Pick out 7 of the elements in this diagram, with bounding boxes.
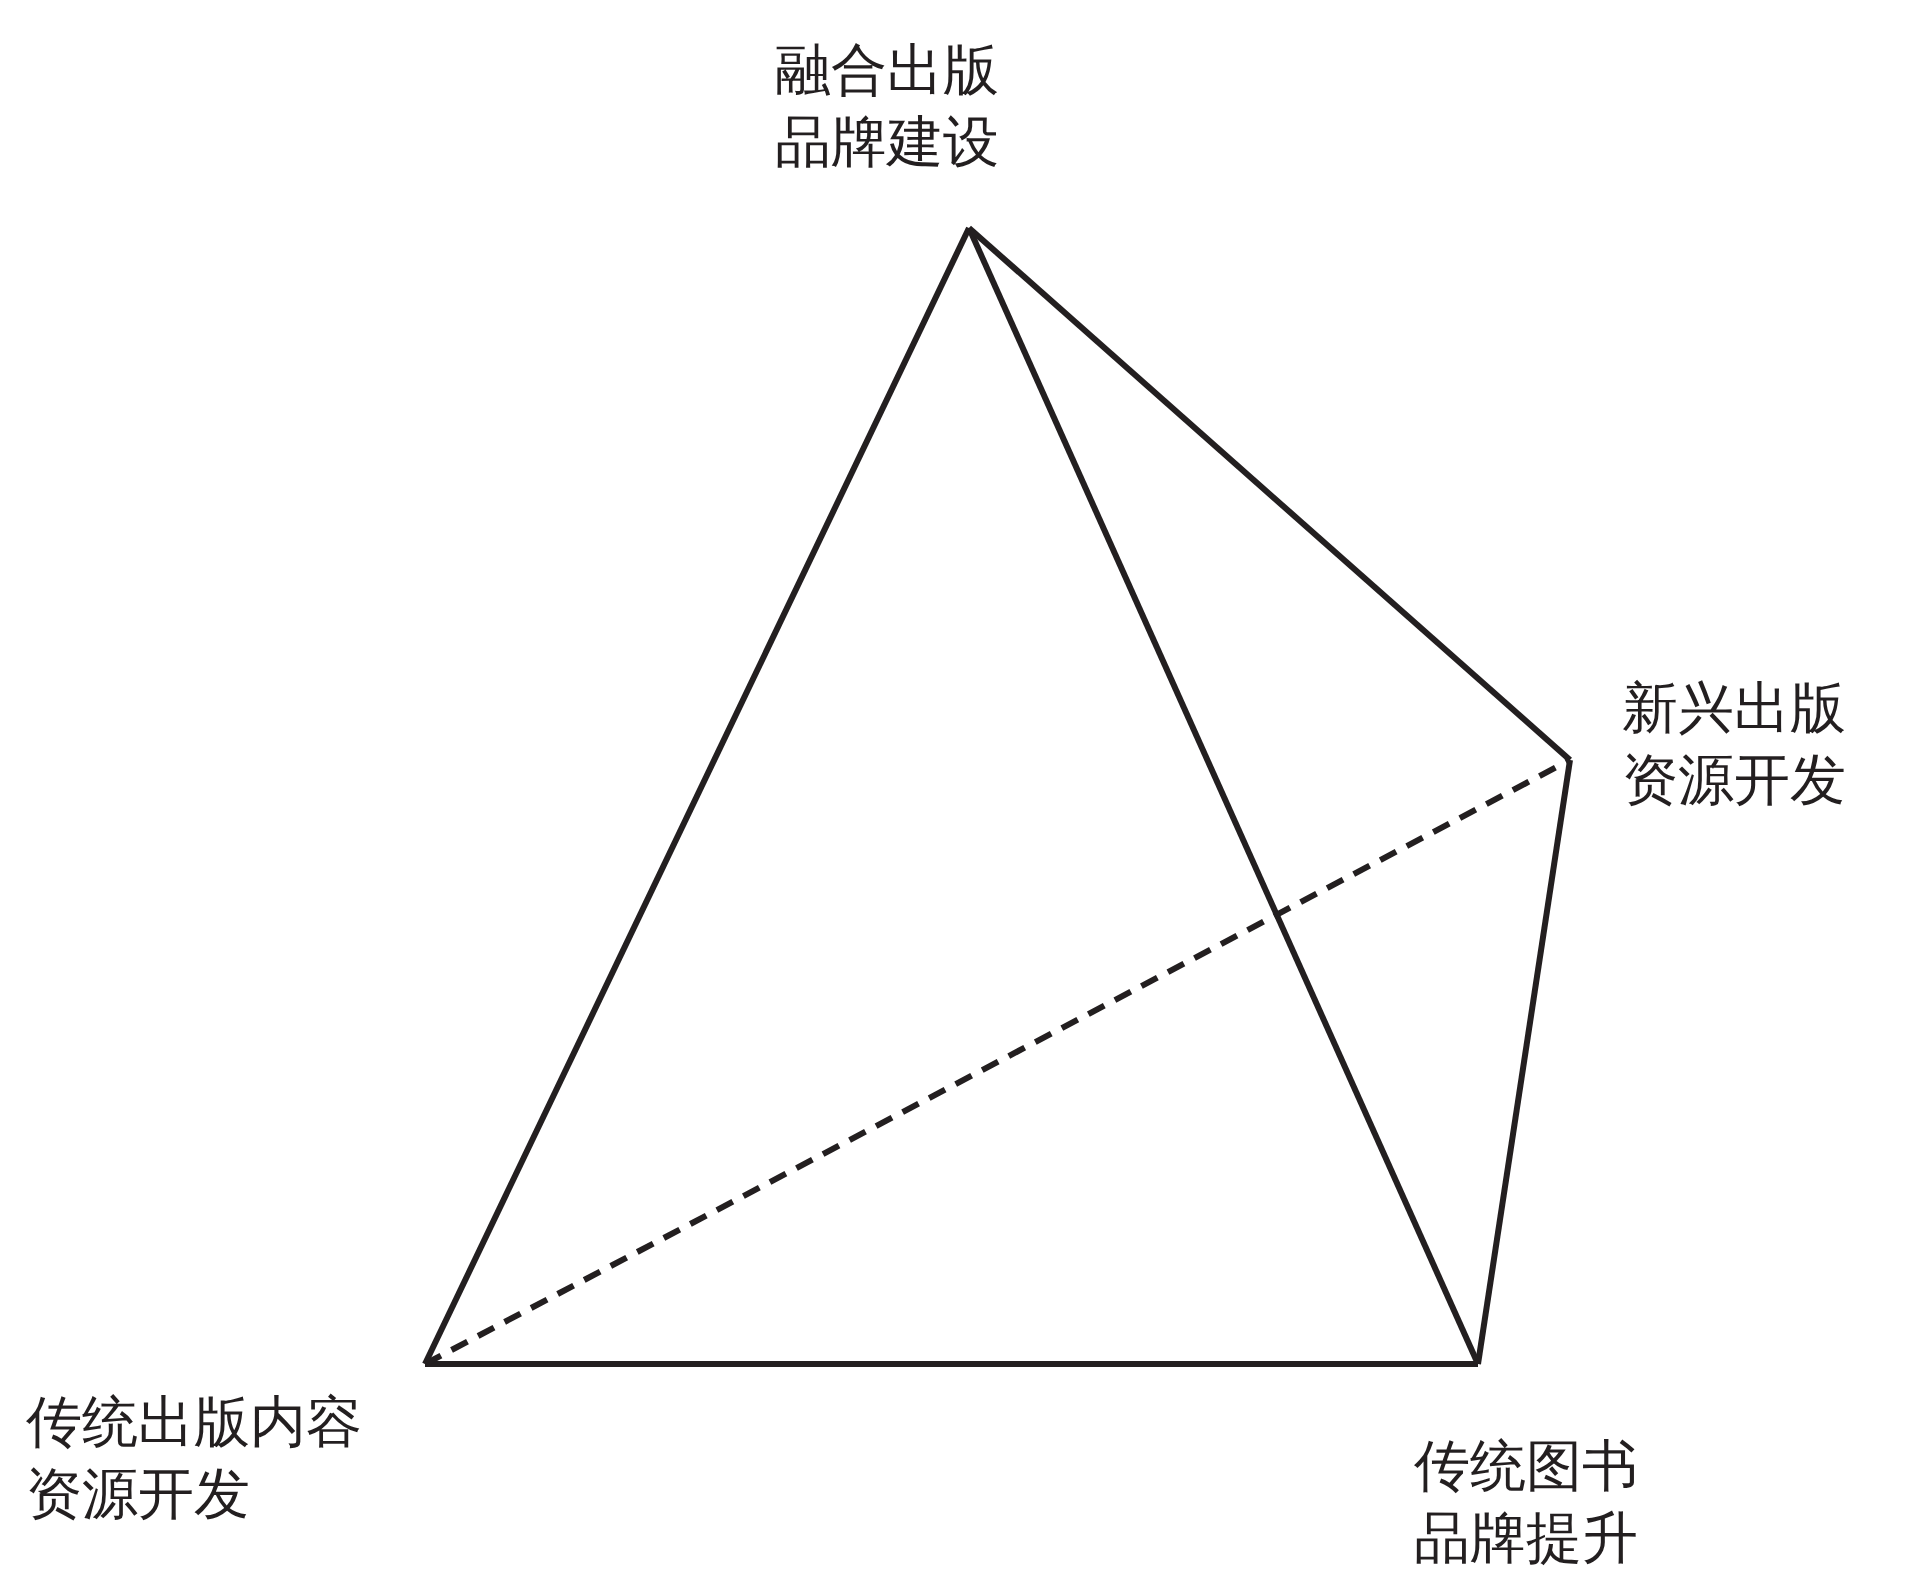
vertex-label: 新兴出版资源开发: [1622, 676, 1847, 813]
vertex-label: 传统图书品牌提升: [1414, 1434, 1639, 1571]
vertex-label: 融合出版品牌建设: [775, 38, 1000, 175]
edge-line: [1475, 759, 1573, 1365]
edge-line: [422, 226, 972, 1366]
vertex-label: 传统出版内容资源开发: [26, 1390, 363, 1527]
edge-line: [425, 1361, 1478, 1367]
